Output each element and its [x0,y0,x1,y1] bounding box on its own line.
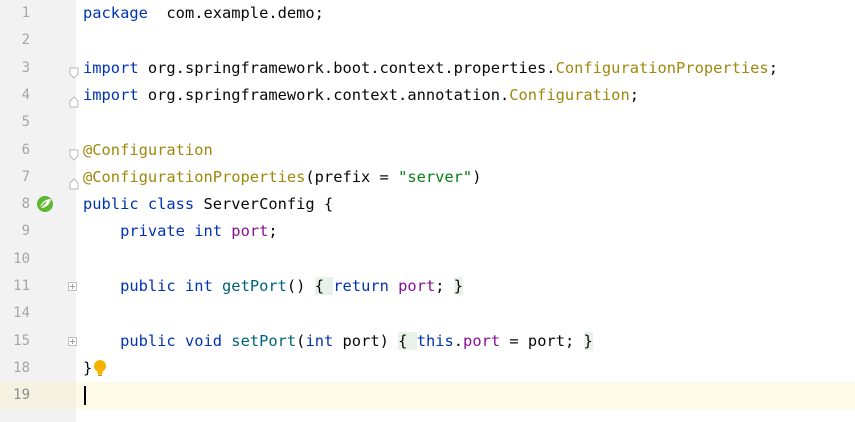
code-line[interactable]: 7 @ConfigurationProperties(prefix = "serv… [0,164,855,191]
line-number: 1 [21,5,30,21]
code-line[interactable]: 2 [0,27,855,54]
code-text[interactable]: import org.springframework.context.annot… [83,82,639,109]
line-number: 4 [21,86,30,103]
code-token: ) [472,167,482,186]
line-number: 6 [21,141,30,158]
line-number: 15 [13,332,30,349]
code-line[interactable]: 5 [0,109,855,136]
code-token: package [83,4,148,22]
code-token: port [231,222,269,241]
code-token: org.springframework.boot.context.propert… [138,58,556,77]
line-number: 11 [13,278,30,294]
code-token [222,332,231,350]
fold-end-icon[interactable] [69,90,79,108]
spring-bean-icon[interactable] [36,195,54,213]
code-token: public int [120,277,213,295]
line-number: 10 [13,250,30,267]
code-token: com.example.demo; [147,4,324,22]
fold-expand-icon[interactable] [68,336,77,346]
code-text[interactable]: } [83,355,92,382]
code-token: getPort [222,277,287,295]
code-token [83,332,120,350]
code-token: { [314,277,334,295]
code-token [389,277,398,295]
code-token: @ConfigurationProperties [83,167,306,186]
code-token: return [333,277,389,295]
code-token: setPort [231,331,297,350]
code-line[interactable]: 10 [0,246,855,273]
code-text[interactable]: private int port; [83,218,278,245]
code-token: ; [268,222,278,241]
code-token: (prefix = [305,167,399,186]
code-line[interactable]: 11 public int getPort() { return port; } [0,273,855,300]
code-token: port [398,277,436,295]
code-token: } [453,277,464,295]
code-token: @Configuration [83,140,213,159]
fold-start-icon[interactable] [69,143,79,161]
code-token: private int [120,222,223,241]
code-line[interactable]: 14 [0,300,855,327]
code-token: ; [768,58,778,77]
code-line[interactable]: 8 public class ServerConfig { [0,191,855,218]
code-line[interactable]: 6 @Configuration [0,137,855,164]
code-token: "server" [398,167,473,186]
line-number: 9 [21,223,30,240]
code-token [83,222,120,240]
code-token: public void [120,331,223,350]
code-text[interactable]: import org.springframework.boot.context.… [83,55,778,82]
code-token [222,222,231,240]
code-token [213,277,222,295]
fold-end-icon[interactable] [69,172,79,190]
code-line[interactable]: 19 [0,382,855,410]
code-token: public class [83,195,195,214]
code-token: int [305,331,334,350]
code-token: ServerConfig { [194,195,334,214]
code-line[interactable]: 3 import org.springframework.boot.context… [0,55,855,82]
code-token: ; [435,277,454,295]
code-token: ConfigurationProperties [555,58,769,77]
code-token: port) [333,331,399,350]
code-token: port [463,331,501,350]
code-line[interactable]: 9 private int port; [0,218,855,245]
line-number: 7 [21,168,30,185]
code-token: Configuration [509,85,630,104]
code-token: } [83,358,93,377]
code-token: () [286,277,315,295]
line-number: 8 [21,196,30,213]
code-text[interactable]: package com.example.demo; [83,0,324,27]
code-text[interactable]: @Configuration [83,137,213,164]
code-token: import [83,58,139,77]
line-number: 18 [13,359,30,376]
line-number: 3 [21,59,30,76]
code-token: this [416,331,454,350]
lightbulb-icon[interactable] [93,359,107,377]
code-token: import [83,85,139,104]
code-line[interactable]: 1 package com.example.demo; [0,0,855,27]
code-token: } [583,331,593,350]
code-token: . [453,331,464,350]
fold-start-icon[interactable] [69,61,79,79]
code-token [83,277,120,295]
current-line-gutter-highlight [0,382,76,410]
code-line[interactable]: 4 import org.springframework.context.anno… [0,82,855,109]
code-text[interactable]: public class ServerConfig { [83,191,333,218]
fold-expand-icon[interactable] [68,282,77,291]
line-number: 19 [13,387,30,404]
code-token: ; [629,85,639,104]
line-number: 5 [21,114,30,131]
code-text[interactable]: @ConfigurationProperties(prefix = "serve… [83,164,481,191]
code-token: org.springframework.context.annotation. [138,85,510,104]
code-token: = port; [500,331,584,350]
code-token: { [398,331,417,350]
code-text[interactable]: public int getPort() { return port; } [83,273,464,300]
line-number: 2 [21,32,30,49]
code-token: ( [296,331,306,350]
code-line[interactable]: 15 public void setPort(int port) { this.… [0,328,855,355]
text-caret [84,386,86,406]
line-number: 14 [13,305,30,322]
code-text[interactable]: public void setPort(int port) { this.por… [83,328,593,355]
code-line[interactable]: 18} [0,355,855,382]
line-number-gutter[interactable] [0,0,76,422]
